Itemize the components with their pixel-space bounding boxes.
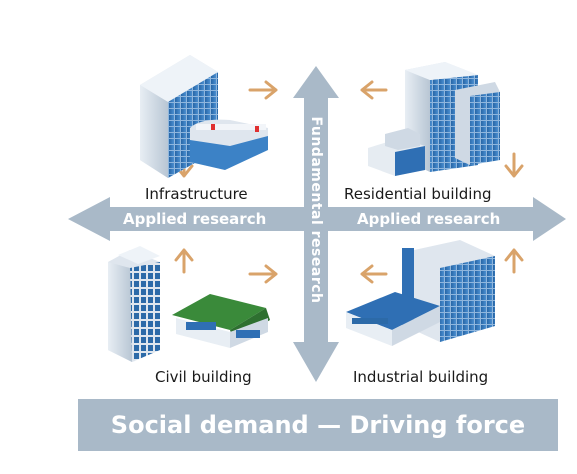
industrial-building-icon — [346, 240, 495, 346]
residential-building-label: Residential building — [344, 185, 492, 203]
social-demand-banner: Social demand — Driving force — [78, 399, 558, 451]
small-arrows — [174, 80, 524, 284]
industrial-building-label: Industrial building — [353, 368, 489, 386]
infrastructure-label: Infrastructure — [145, 185, 248, 203]
civil-building-label: Civil building — [155, 368, 252, 386]
residential-building-icon — [368, 62, 500, 176]
infrastructure-building-icon — [140, 55, 268, 178]
fundamental-research-label: Fundamental research — [308, 116, 324, 304]
banner-text: Social demand — Driving force — [110, 411, 526, 439]
applied-research-left-label: Applied research — [123, 210, 267, 228]
civil-building-icon — [108, 246, 270, 362]
vertical-axis-arrow — [293, 66, 339, 382]
applied-research-right-label: Applied research — [357, 210, 501, 228]
